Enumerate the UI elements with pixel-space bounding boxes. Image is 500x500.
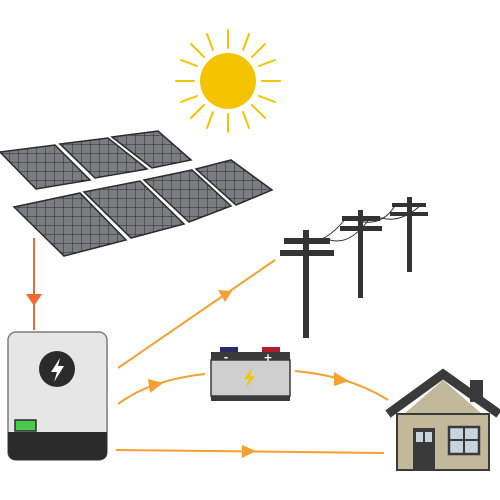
solar-panel bbox=[0, 144, 92, 190]
solar-panel bbox=[194, 159, 274, 206]
solar-panel-icon bbox=[0, 130, 274, 257]
inverter-to-battery-arrow bbox=[117, 373, 206, 405]
status-led bbox=[14, 419, 37, 432]
inverter-to-house-arrow bbox=[115, 445, 385, 458]
battery-to-house-arrow bbox=[294, 370, 389, 401]
battery-plus-label: + bbox=[263, 351, 272, 364]
solar-panel bbox=[142, 169, 233, 223]
house-icon bbox=[385, 368, 500, 471]
solar-panel bbox=[58, 137, 149, 179]
panel-to-inverter-arrow bbox=[26, 238, 42, 330]
lightning-bolt-icon bbox=[39, 351, 75, 387]
battery-minus-label: - bbox=[224, 351, 229, 364]
utility-pole-icon bbox=[280, 197, 428, 338]
solar-panel bbox=[12, 192, 128, 257]
inverter-icon bbox=[7, 331, 108, 461]
battery-icon: - + bbox=[210, 347, 291, 401]
inverter-to-grid-arrow bbox=[117, 259, 276, 369]
sun-icon bbox=[175, 29, 281, 133]
house-window bbox=[447, 425, 481, 456]
solar-panel bbox=[82, 180, 186, 239]
battery-bolt-icon bbox=[244, 368, 255, 388]
solar-panel bbox=[110, 130, 193, 169]
